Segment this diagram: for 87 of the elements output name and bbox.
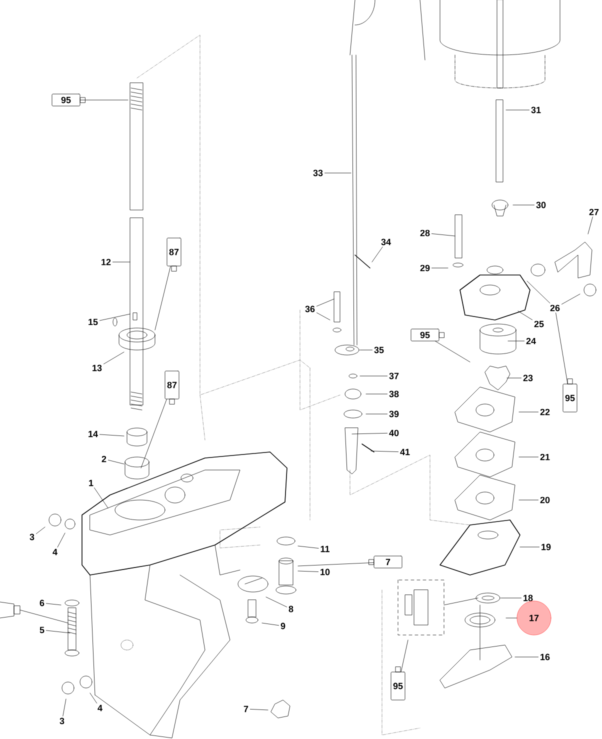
leader-line bbox=[526, 280, 550, 304]
leader-line bbox=[57, 532, 66, 548]
callout-number: 41 bbox=[400, 448, 410, 456]
leader-line bbox=[512, 204, 534, 206]
leader-line bbox=[518, 310, 532, 320]
callout-number: 24 bbox=[526, 338, 536, 344]
leader-line bbox=[588, 216, 593, 234]
callout-number: 26 bbox=[550, 304, 560, 312]
leader-line bbox=[324, 172, 352, 174]
callout-number: 7 bbox=[244, 706, 248, 712]
callout-number: 38 bbox=[389, 390, 399, 398]
callout-number: 19 bbox=[542, 544, 551, 550]
callout-number: 3 bbox=[60, 718, 64, 724]
leader-line bbox=[432, 233, 456, 236]
leader-line bbox=[154, 266, 171, 330]
callout-number: 8 bbox=[288, 606, 294, 612]
callout-number: 35 bbox=[374, 346, 384, 354]
leader-line bbox=[508, 340, 524, 342]
callout-number: 16 bbox=[540, 654, 550, 660]
leader-line bbox=[262, 622, 279, 626]
leader-line bbox=[108, 460, 124, 464]
leader-line bbox=[298, 570, 318, 572]
leader-line bbox=[90, 692, 97, 704]
callout-number: 22 bbox=[540, 408, 550, 416]
callout-number: 20 bbox=[540, 496, 550, 504]
leader-line bbox=[316, 298, 334, 306]
leader-line bbox=[104, 352, 124, 364]
callout-number: 23 bbox=[523, 374, 533, 382]
callout-number: 1 bbox=[89, 480, 94, 486]
leader-line bbox=[400, 640, 408, 672]
callout-number: 4 bbox=[98, 704, 102, 712]
sealant-tube: 95 bbox=[410, 328, 444, 342]
leader-line bbox=[370, 450, 398, 452]
callout-number: 14 bbox=[88, 430, 98, 438]
callout-number: 21 bbox=[540, 454, 550, 460]
leader-line bbox=[36, 526, 46, 534]
leader-line bbox=[46, 603, 62, 606]
callout-number: 37 bbox=[389, 372, 399, 380]
callout-number: 10 bbox=[320, 568, 330, 576]
sealant-tube: 95 bbox=[390, 666, 406, 700]
leader-line bbox=[435, 341, 470, 362]
callout-number: 9 bbox=[280, 622, 286, 630]
leader-line bbox=[250, 709, 268, 710]
callout-number: 12 bbox=[102, 258, 111, 266]
callout-number: 28 bbox=[420, 230, 430, 236]
callout-number: 40 bbox=[389, 430, 399, 436]
leader-line bbox=[520, 546, 540, 548]
leader-line bbox=[46, 630, 70, 634]
callout-number: 27 bbox=[589, 208, 599, 216]
sealant-tube: 95 bbox=[52, 94, 86, 106]
leader-line bbox=[298, 546, 319, 548]
callout-number: 36 bbox=[305, 306, 315, 312]
leader-line bbox=[94, 488, 108, 508]
sealant-tube: 7 bbox=[368, 556, 402, 568]
leader-line bbox=[556, 312, 568, 384]
leader-line bbox=[518, 456, 538, 458]
callout-number: 31 bbox=[531, 106, 541, 114]
callout-number: 2 bbox=[102, 456, 106, 462]
leader-line bbox=[352, 432, 388, 434]
callout-number: 11 bbox=[320, 546, 330, 552]
leader-line bbox=[372, 246, 383, 262]
leader-line bbox=[514, 656, 538, 658]
callout-number: 30 bbox=[536, 202, 546, 208]
leader-line bbox=[100, 434, 124, 436]
sealant-tube: 95 bbox=[562, 378, 578, 412]
leader-line bbox=[298, 562, 374, 566]
callout-number: 29 bbox=[420, 264, 430, 272]
callout-number: 6 bbox=[40, 600, 44, 606]
callout-number: 18 bbox=[524, 594, 533, 602]
callout-number: 33 bbox=[313, 170, 323, 176]
callout-number: 34 bbox=[381, 238, 391, 246]
callout-number: 15 bbox=[88, 318, 98, 326]
callout-number: 25 bbox=[534, 320, 544, 328]
callout-number: 39 bbox=[389, 410, 399, 418]
callout-number: 4 bbox=[52, 548, 58, 556]
sealant-tube: 87 bbox=[164, 370, 180, 404]
callout-number: 13 bbox=[92, 364, 102, 372]
leader-line bbox=[316, 312, 330, 320]
callout-number: 3 bbox=[30, 534, 34, 540]
leader-line bbox=[140, 399, 167, 468]
leader-line bbox=[100, 314, 130, 321]
leader-line bbox=[266, 596, 287, 608]
highlighted-callout: 17 bbox=[516, 600, 552, 636]
leader-line bbox=[62, 698, 66, 716]
callout-number: 5 bbox=[40, 626, 44, 634]
leader-line bbox=[562, 294, 580, 304]
sealant-tube: 87 bbox=[166, 238, 182, 272]
